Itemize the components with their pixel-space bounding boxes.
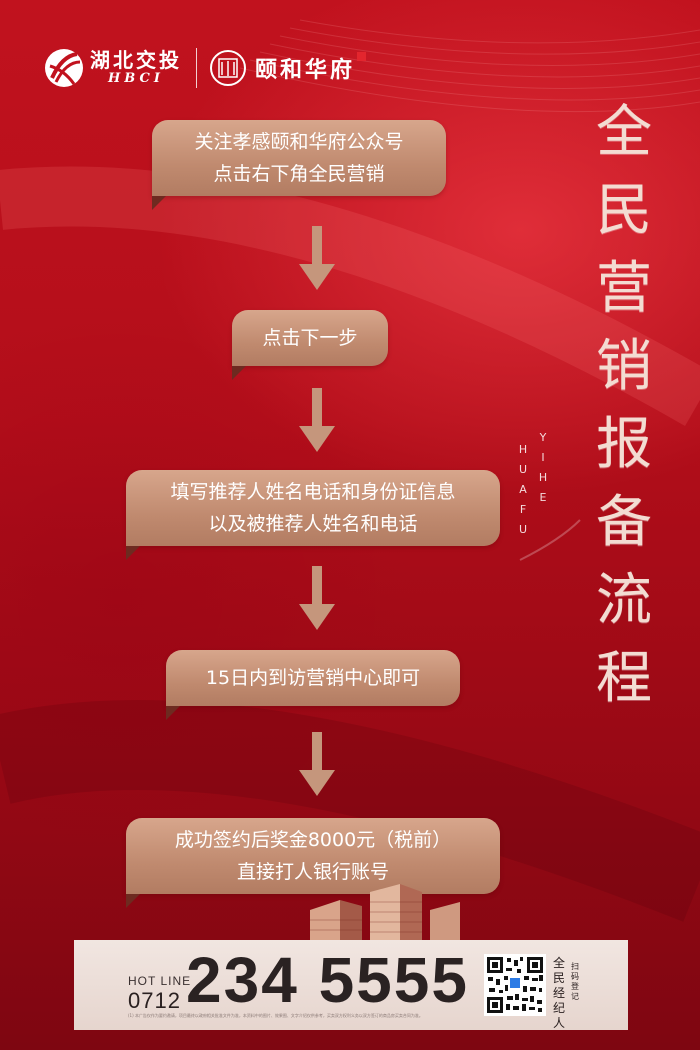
brand-a-en: HBCI bbox=[108, 71, 164, 86]
disclaimer-text: (1) 本广告仅作为要约邀请，项目最终以政府相关批准文件为准，本资料中的图片、效… bbox=[128, 1013, 423, 1018]
latin-letter: U bbox=[518, 463, 528, 476]
step-5: 成功签约后奖金8000元（税前） 直接打人银行账号 bbox=[126, 818, 500, 908]
latin-letter: A bbox=[519, 483, 527, 496]
qr-caption-char: 纪 bbox=[552, 1001, 565, 1015]
step-3-line1: 填写推荐人姓名电话和身份证信息 bbox=[170, 481, 456, 503]
step-5-line2: 直接打人银行账号 bbox=[236, 861, 389, 883]
qr-caption-char: 民 bbox=[552, 971, 565, 985]
latin-yihe: Y I H E bbox=[537, 428, 549, 508]
qr-code-icon[interactable] bbox=[484, 954, 546, 1016]
qr-caption-small: 扫 码 登 记 bbox=[568, 962, 582, 1002]
qr-caption-small-char: 记 bbox=[571, 992, 579, 1001]
brand-yihe: 颐和华府 bbox=[255, 52, 367, 84]
title-char: 销 bbox=[596, 334, 652, 399]
step-2-line1: 点击下一步 bbox=[262, 327, 358, 349]
title-char: 备 bbox=[596, 490, 652, 555]
title-char: 报 bbox=[596, 412, 652, 477]
down-arrow-icon bbox=[299, 388, 335, 452]
latin-letter: E bbox=[539, 491, 547, 504]
yihe-seal-icon bbox=[210, 50, 246, 86]
down-arrow-icon bbox=[299, 226, 335, 290]
qr-caption-char: 经 bbox=[552, 986, 565, 1000]
title-char: 程 bbox=[596, 646, 652, 711]
step-1: 关注孝感颐和华府公众号 点击右下角全民营销 bbox=[152, 120, 446, 210]
latin-letter: Y bbox=[539, 431, 547, 444]
step-4-line1: 15日内到访营销中心即可 bbox=[205, 667, 421, 689]
qr-caption-char: 全 bbox=[552, 956, 565, 970]
latin-huafu: H U A F U bbox=[517, 440, 529, 540]
buildings-image bbox=[310, 884, 460, 950]
qr-caption-small-char: 扫 bbox=[571, 962, 579, 971]
title-char: 全 bbox=[596, 100, 652, 165]
hbci-logo-icon bbox=[45, 49, 83, 87]
hotline-number[interactable]: 234 5555 bbox=[186, 944, 469, 1016]
header-divider bbox=[196, 48, 197, 88]
title-char: 民 bbox=[596, 178, 652, 243]
latin-letter: H bbox=[518, 443, 528, 456]
latin-letter: I bbox=[541, 451, 545, 464]
qr-caption-small-char: 码 bbox=[571, 972, 579, 981]
vertical-title: 全 民 营 销 报 备 流 程 bbox=[594, 94, 654, 718]
red-stamp-icon bbox=[357, 52, 367, 61]
step-1-line1: 关注孝感颐和华府公众号 bbox=[194, 131, 404, 153]
step-3: 填写推荐人姓名电话和身份证信息 以及被推荐人姓名和电话 bbox=[126, 470, 500, 560]
step-2: 点击下一步 bbox=[232, 310, 388, 380]
hotline-area-code: 0712 bbox=[128, 988, 181, 1013]
step-4: 15日内到访营销中心即可 bbox=[166, 650, 460, 720]
qr-caption-char: 人 bbox=[552, 1016, 565, 1030]
brand-a-cn: 湖北交投 bbox=[90, 48, 182, 72]
header: 湖北交投 HBCI 颐和华府 bbox=[44, 44, 367, 92]
latin-letter: F bbox=[519, 503, 527, 516]
down-arrow-icon bbox=[299, 566, 335, 630]
step-5-line1: 成功签约后奖金8000元（税前） bbox=[174, 829, 452, 851]
hotline-label: HOT LINE bbox=[128, 974, 192, 988]
qr-caption-small-char: 登 bbox=[571, 982, 579, 991]
title-char: 流 bbox=[596, 568, 652, 633]
step-3-line2: 以及被推荐人姓名和电话 bbox=[208, 513, 418, 535]
qr-caption: 全 民 经 纪 人 bbox=[552, 956, 566, 1031]
hotline-bar: HOT LINE 0712 234 5555 (1) 本广告仅作为要约邀请，项目… bbox=[74, 940, 628, 1030]
title-char: 营 bbox=[596, 256, 652, 321]
latin-letter: U bbox=[518, 523, 528, 536]
latin-letter: H bbox=[538, 471, 548, 484]
brand-b-text: 颐和华府 bbox=[255, 57, 356, 83]
step-1-line2: 点击右下角全民营销 bbox=[213, 163, 385, 185]
down-arrow-icon bbox=[299, 732, 335, 796]
brand-hbci: 湖北交投 HBCI bbox=[90, 49, 182, 87]
